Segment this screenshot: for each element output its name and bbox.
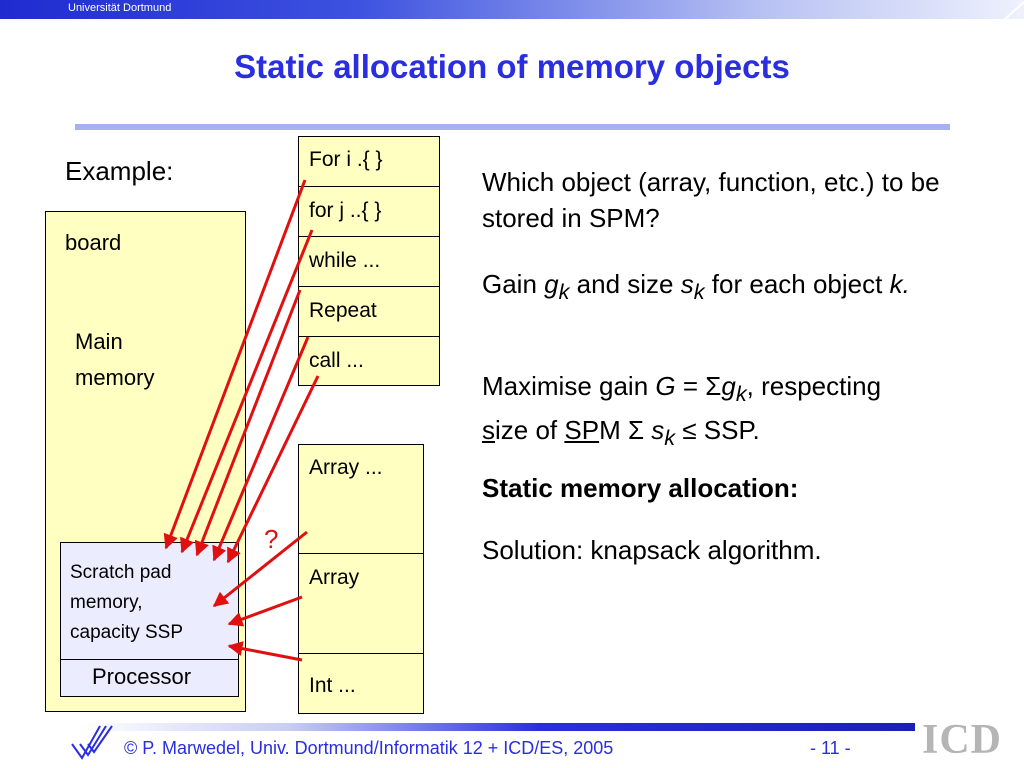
data-item: Int ...: [299, 653, 423, 713]
processor-label: Processor: [92, 664, 192, 689]
code-objects-box: For i .{ } for j ..{ } while ... Repeat …: [298, 136, 440, 386]
spm-line-2: memory,: [70, 592, 143, 613]
scratch-pad-memory-box: [60, 542, 239, 660]
board-label: board: [65, 230, 122, 255]
code-item: For i .{ }: [309, 148, 383, 171]
main-memory-line-1: Main: [75, 329, 123, 354]
arrow-line: [194, 289, 302, 557]
maximise-text: Maximise gain G = Σgk, respecting size o…: [482, 371, 882, 451]
footer-copyright: © P. Marwedel, Univ. Dortmund/Informatik…: [124, 738, 614, 758]
university-name: Universität Dortmund: [68, 2, 172, 14]
corner-accent-icon: [1004, 1, 1024, 19]
arrow-line: [227, 595, 303, 627]
code-item: call ...: [299, 336, 439, 385]
arrow-line: [212, 336, 310, 562]
footer-bar: [80, 723, 915, 731]
code-item: for j ..{ }: [299, 186, 439, 236]
question-mark: ?: [264, 524, 279, 554]
data-objects-box: Array ... Array Int ...: [298, 444, 424, 714]
university-logo-icon: [71, 725, 113, 760]
arrow-line: [227, 641, 303, 662]
slide-title: Static allocation of memory objects: [234, 48, 790, 85]
title-underline: [75, 124, 950, 130]
arrow-line: [226, 375, 320, 564]
data-item: Array: [299, 553, 423, 653]
spm-line-1: Scratch pad: [70, 562, 172, 583]
gain-size-text: Gain gk and size sk for each object k.: [482, 269, 910, 305]
example-label: Example:: [65, 156, 174, 186]
data-item: Array ...: [309, 456, 383, 479]
static-allocation-heading: Static memory allocation:: [482, 473, 799, 503]
question-text: Which object (array, function, etc.) to …: [482, 167, 940, 233]
code-item: while ...: [299, 236, 439, 286]
code-item: Repeat: [299, 286, 439, 336]
arrow-line: [212, 530, 308, 608]
icd-logo: ICD: [922, 717, 1003, 763]
header-bar: Universität Dortmund: [0, 0, 1024, 19]
page-number: - 11 -: [810, 738, 851, 758]
processor-box: [60, 659, 239, 697]
main-memory-line-2: memory: [75, 365, 155, 390]
arrow-line: [163, 179, 307, 550]
spm-line-3: capacity SSP: [70, 622, 183, 643]
arrow-line: [180, 229, 314, 554]
scratch-pad-memory-label: Scratch pad memory, capacity SSP: [70, 558, 183, 648]
solution-text: Solution: knapsack algorithm.: [482, 535, 822, 565]
main-memory-label: Main memory: [75, 324, 154, 396]
